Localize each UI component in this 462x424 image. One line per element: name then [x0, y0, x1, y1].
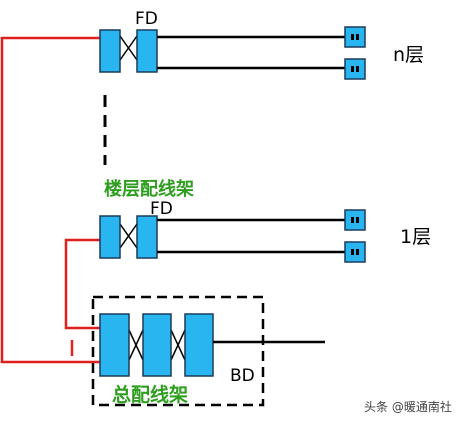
building-distributor: [99, 313, 214, 377]
outlet-port: [351, 34, 354, 40]
patch-panel: [99, 29, 121, 73]
patch-panel: [136, 29, 158, 73]
floor-distributor-1: [99, 215, 158, 259]
watermark-text: 头条 @暖通南社: [364, 400, 452, 414]
floor-n-label: n层: [393, 44, 425, 66]
bd-label: BD: [230, 366, 255, 386]
outlet-port: [351, 249, 354, 255]
floor-rack-label: 楼层配线架: [104, 179, 194, 200]
fd-label-middle: FD: [150, 199, 173, 219]
floor-1-label: 1层: [400, 226, 432, 248]
main-frame-enclosure: [91, 295, 265, 407]
cross-connect-line: [119, 223, 138, 249]
cross-connect-line: [119, 35, 138, 61]
fd-label-top: FD: [135, 9, 158, 29]
backbone-cables: [0, 36, 100, 364]
outlets-n: [344, 26, 366, 80]
info-outlet: [344, 26, 366, 48]
patch-panel: [142, 313, 172, 377]
outlet-port: [356, 217, 359, 223]
outlet-port: [356, 249, 359, 255]
horizontal-cables-n: [157, 35, 345, 70]
main-rack-label: 总配线架: [112, 384, 189, 406]
backbone-cable-floor-1: [64, 238, 100, 330]
outlets-1: [344, 209, 366, 263]
patch-panel: [99, 215, 121, 259]
info-outlet: [344, 58, 366, 80]
outlet-port: [356, 34, 359, 40]
patch-panel: [136, 215, 158, 259]
outlet-port: [356, 66, 359, 72]
floor-distributor-n: [99, 29, 158, 73]
horizontal-cables-1: [157, 218, 345, 254]
outlet-port: [351, 66, 354, 72]
info-outlet: [344, 241, 366, 263]
cross-connect-line: [170, 329, 186, 361]
outlet-port: [351, 217, 354, 223]
info-outlet: [344, 209, 366, 231]
backbone-cable-floor-n: [0, 36, 100, 364]
patch-panel: [184, 313, 214, 377]
cross-connect-line: [128, 329, 144, 361]
patch-panel: [99, 313, 130, 377]
